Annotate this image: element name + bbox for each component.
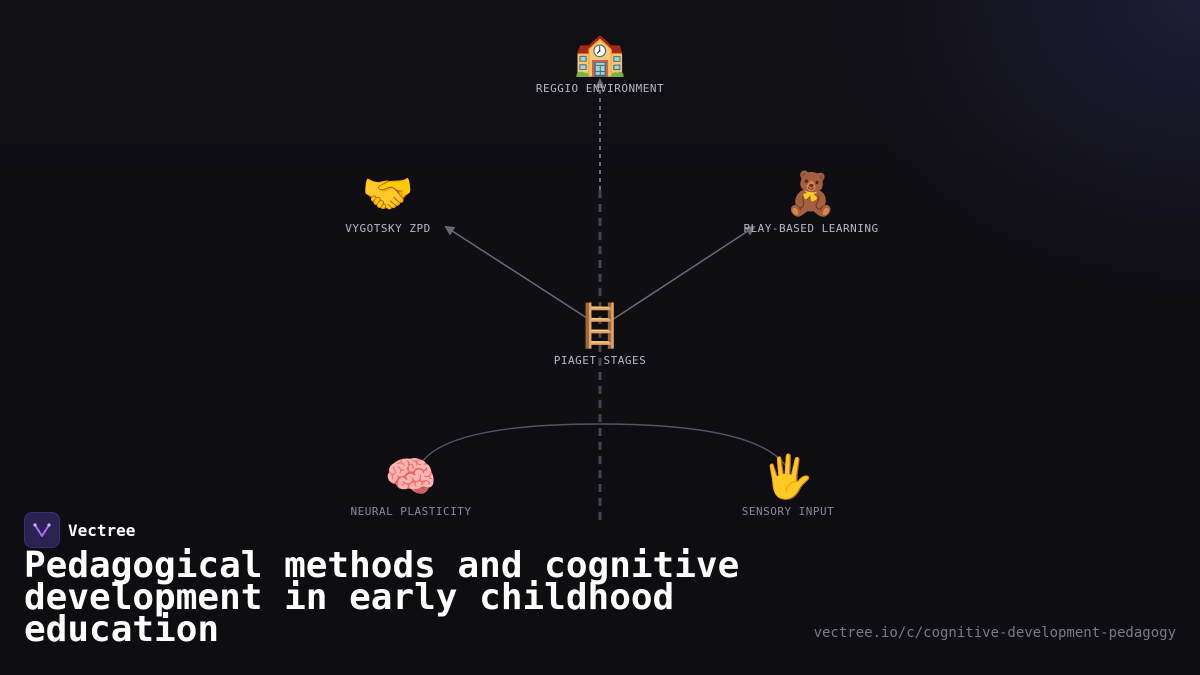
raised-hand-icon: 🖐 <box>761 452 815 501</box>
node-neural-plasticity: 🧠 NEURAL PLASTICITY <box>350 452 472 519</box>
node-piaget-stages: 🪜 PIAGET STAGES <box>553 301 647 368</box>
source-url: vectree.io/c/cognitive-development-pedag… <box>813 625 1176 641</box>
edge-piaget-to-play <box>611 225 756 321</box>
ladder-icon: 🪜 <box>573 301 627 350</box>
node-label: PIAGET STAGES <box>553 354 647 367</box>
node-sensory-input: 🖐 SENSORY INPUT <box>741 452 835 519</box>
vectree-logo-icon <box>24 512 60 548</box>
node-label: SENSORY INPUT <box>741 505 835 518</box>
page-title: Pedagogical methods and cognitive develo… <box>24 545 740 650</box>
node-vygotsky-zpd: 🤝 VYGOTSKY ZPD <box>345 169 431 236</box>
node-label: PLAY-BASED LEARNING <box>743 222 879 235</box>
node-label: REGGIO ENVIRONMENT <box>535 82 665 95</box>
school-icon: 🏫 <box>573 29 627 78</box>
handshake-icon: 🤝 <box>361 169 415 218</box>
edge-piaget-to-vygotsky <box>444 225 591 321</box>
node-label: NEURAL PLASTICITY <box>350 505 472 518</box>
brand-name: Vectree <box>68 520 136 540</box>
brain-icon: 🧠 <box>384 452 438 501</box>
edge-neural-to-sensory <box>419 423 786 466</box>
brand: Vectree <box>24 512 135 548</box>
node-label: VYGOTSKY ZPD <box>345 222 431 235</box>
node-play-based-learning: 🧸 PLAY-BASED LEARNING <box>743 169 879 236</box>
teddy-bear-icon: 🧸 <box>784 169 838 218</box>
node-reggio-environment: 🏫 REGGIO ENVIRONMENT <box>535 29 665 96</box>
